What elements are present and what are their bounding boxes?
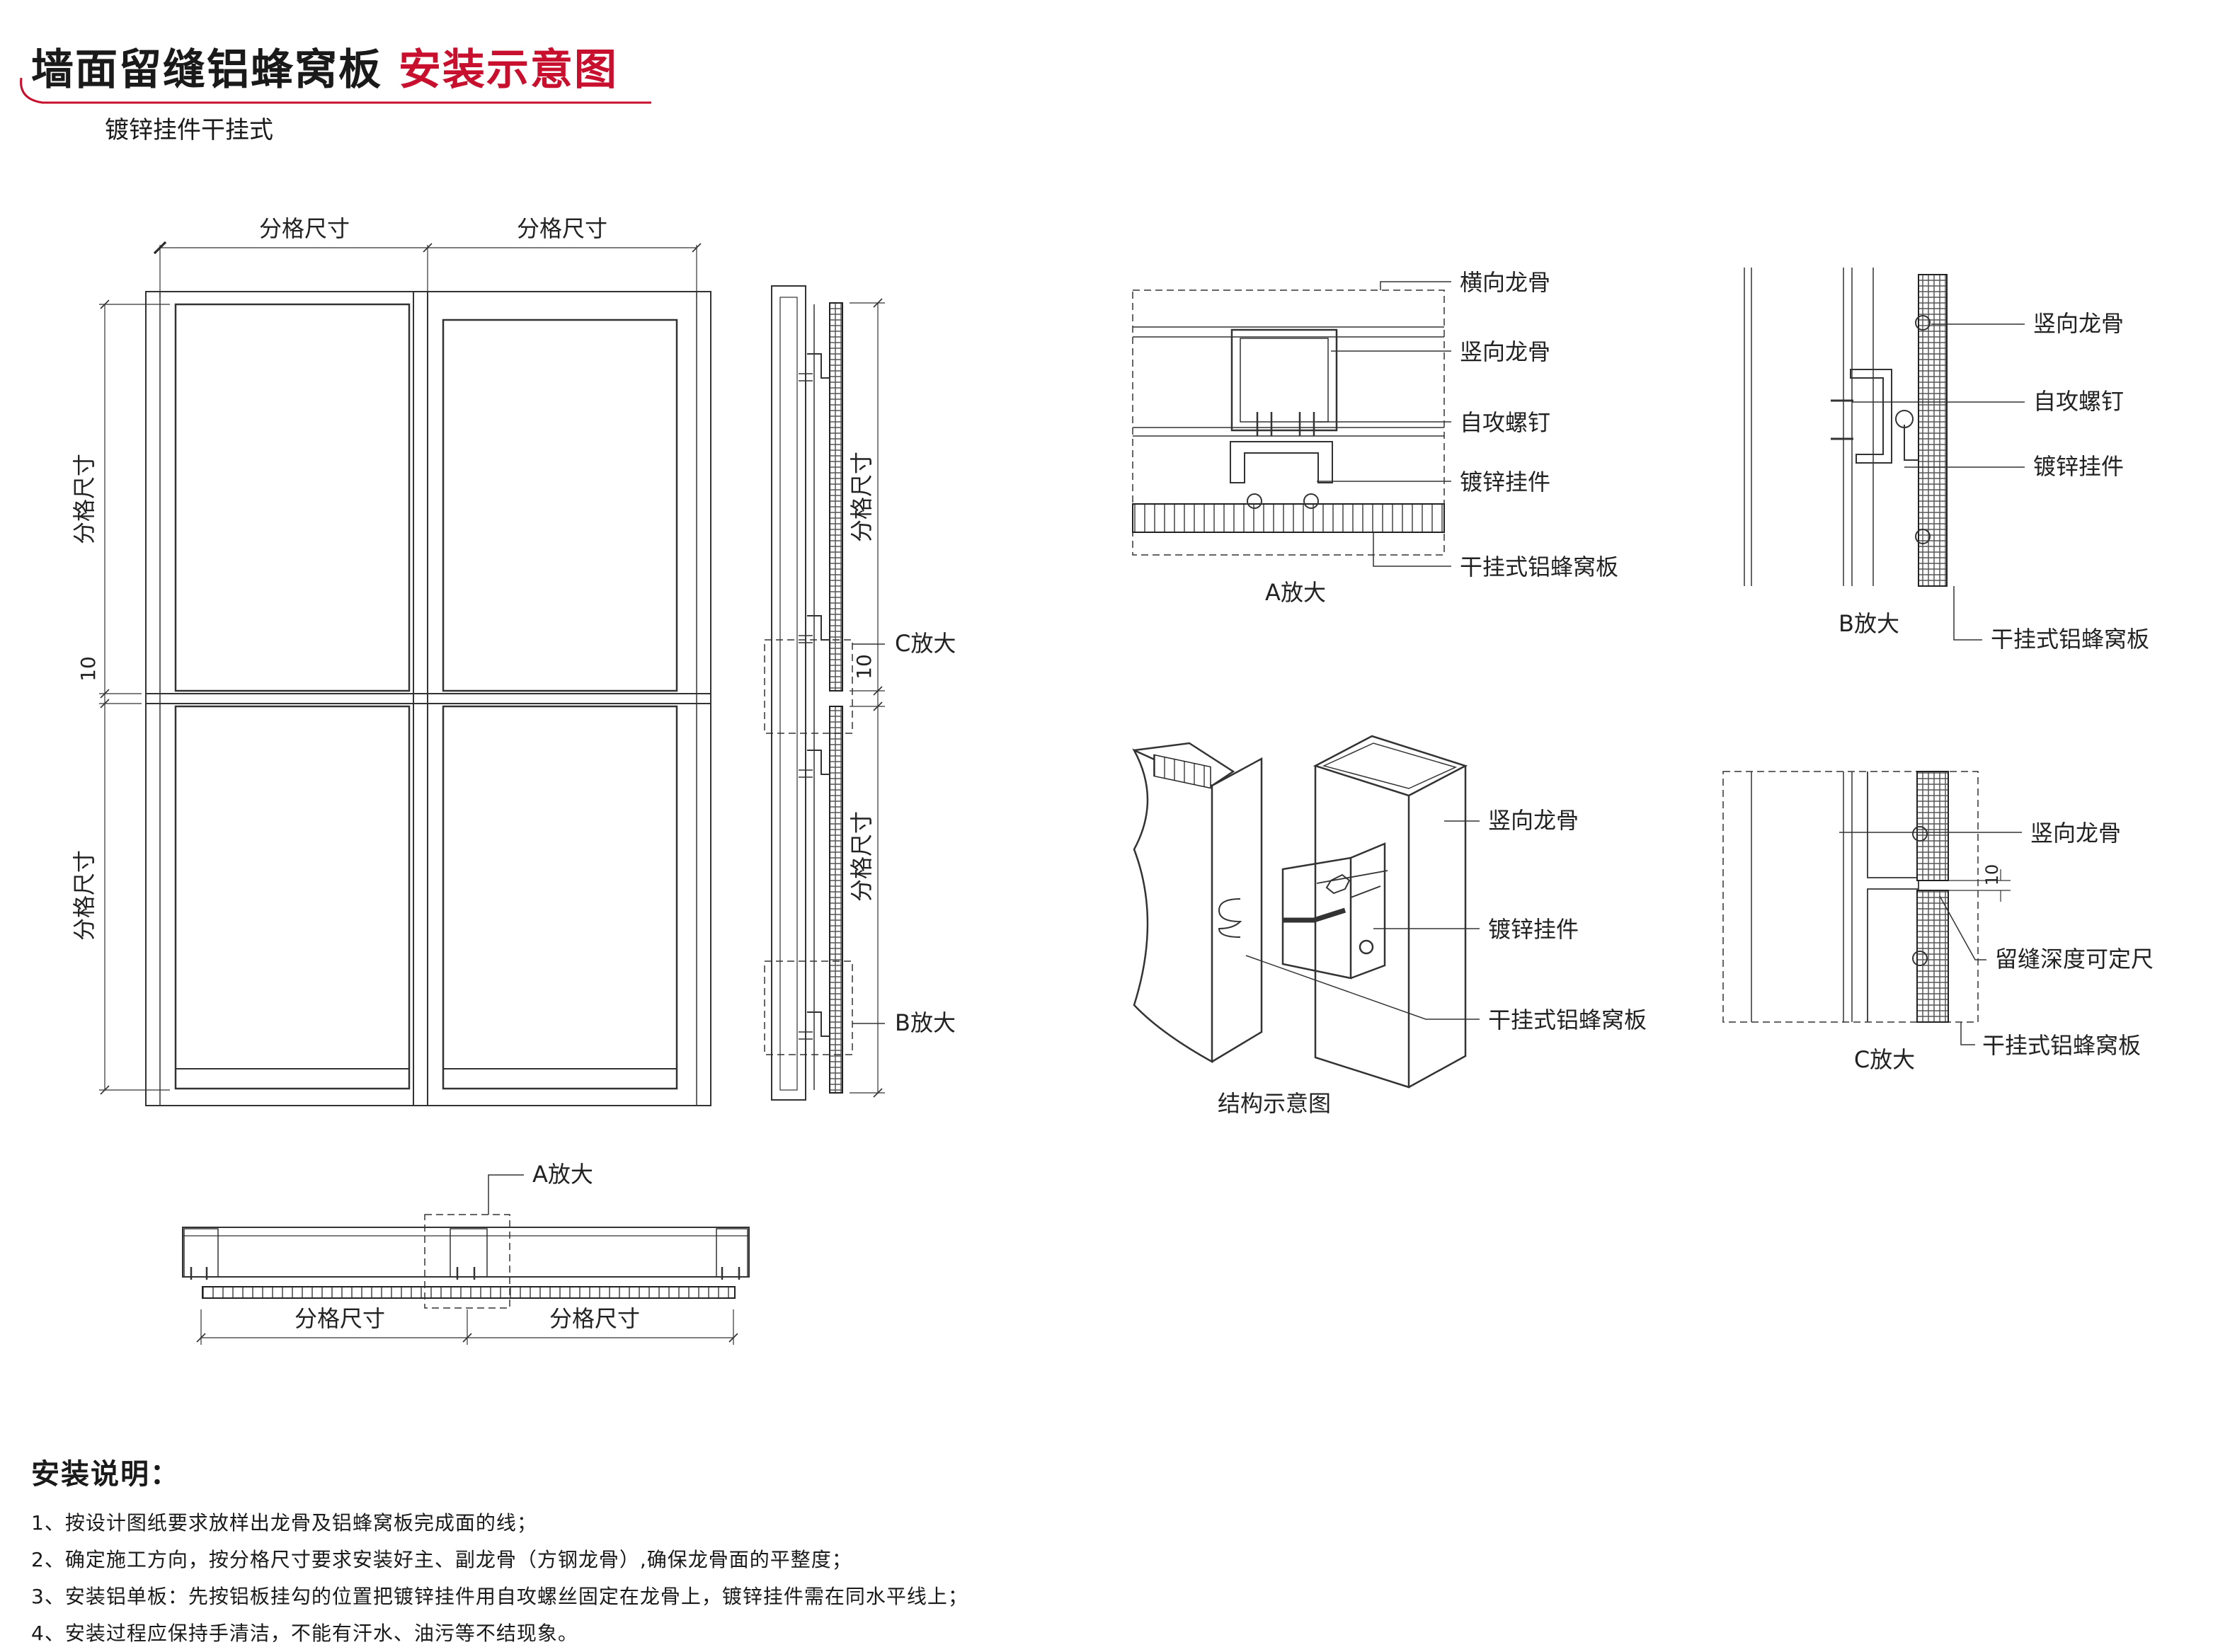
detail-a-label-1: 竖向龙骨: [1460, 338, 1550, 365]
plan-view: [182, 1174, 750, 1345]
detail-b-label-0: 竖向龙骨: [2033, 310, 2124, 337]
page-title: 墙面留缝铝蜂窝板 安装示意图: [31, 35, 618, 97]
section-callout-c: C放大: [895, 630, 956, 657]
section-callout-b: B放大: [895, 1009, 956, 1036]
detail-a-label-4: 干挂式铝蜂窝板: [1460, 553, 1618, 580]
structure-label-1: 镀锌挂件: [1488, 916, 1579, 943]
section-dim-lower: 分格尺寸: [848, 811, 875, 902]
detail-c-label-2: 干挂式铝蜂窝板: [1982, 1032, 2141, 1059]
elevation-dim-top-left: 分格尺寸: [259, 215, 350, 242]
section-dim-upper: 分格尺寸: [848, 452, 875, 542]
notes-heading: 安装说明：: [31, 1458, 180, 1491]
section-dim-gap: 10: [852, 654, 876, 679]
detail-a-label-3: 镀锌挂件: [1460, 469, 1550, 495]
detail-c: [1722, 771, 2022, 1045]
plan-dim-left: 分格尺寸: [295, 1305, 385, 1332]
section-view: [764, 285, 885, 1101]
notes-line-3: 3、安装铝单板：先按铝板挂勾的位置把镀锌挂件用自攻螺丝固定在龙骨上，镀锌挂件需在…: [31, 1585, 968, 1608]
elevation-dim-left-lower: 分格尺寸: [71, 850, 98, 941]
structure-label-0: 竖向龙骨: [1488, 807, 1579, 834]
detail-c-title: C放大: [1854, 1046, 1915, 1073]
notes-line-4: 4、安装过程应保持手清洁，不能有汗水、油污等不结现象。: [31, 1622, 578, 1645]
header-underline: [20, 77, 651, 104]
detail-b-label-1: 自攻螺钉: [2033, 388, 2124, 415]
detail-c-dim-gap: 10: [1982, 864, 2002, 886]
installation-notes: 安装说明： 1、按设计图纸要求放样出龙骨及铝蜂窝板完成面的线； 2、确定施工方向…: [31, 1451, 968, 1652]
detail-c-label-0: 竖向龙骨: [2030, 820, 2121, 847]
detail-a-label-2: 自攻螺钉: [1460, 409, 1550, 436]
structure-label-2: 干挂式铝蜂窝板: [1488, 1006, 1647, 1033]
elevation-dim-top-right: 分格尺寸: [517, 215, 607, 242]
detail-b-label-3: 干挂式铝蜂窝板: [1991, 626, 2149, 653]
structure-diagram: [1132, 735, 1480, 1089]
elevation-view: [99, 243, 711, 1106]
detail-c-label-1: 留缝深度可定尺: [1995, 946, 2154, 973]
structure-title: 结构示意图: [1218, 1090, 1331, 1117]
plan-callout-a: A放大: [532, 1161, 593, 1188]
detail-b-title: B放大: [1839, 610, 1899, 637]
detail-a-label-0: 横向龙骨: [1460, 269, 1550, 296]
detail-b-label-2: 镀锌挂件: [2033, 453, 2124, 480]
title-main-text: 墙面留缝铝蜂窝板: [31, 45, 382, 95]
plan-dim-right: 分格尺寸: [549, 1305, 640, 1332]
elevation-dim-left-upper: 分格尺寸: [71, 454, 98, 544]
elevation-dim-gap: 10: [76, 656, 100, 682]
detail-b: [1744, 268, 2025, 641]
subtitle: 镀锌挂件干挂式: [105, 116, 273, 144]
notes-line-2: 2、确定施工方向，按分格尺寸要求安装好主、副龙骨（方钢龙骨）,确保龙骨面的平整度…: [31, 1548, 852, 1571]
notes-line-1: 1、按设计图纸要求放样出龙骨及铝蜂窝板完成面的线；: [31, 1511, 537, 1535]
detail-a: [1132, 281, 1451, 567]
detail-a-title: A放大: [1265, 579, 1326, 606]
title-accent-text: 安装示意图: [398, 45, 618, 95]
